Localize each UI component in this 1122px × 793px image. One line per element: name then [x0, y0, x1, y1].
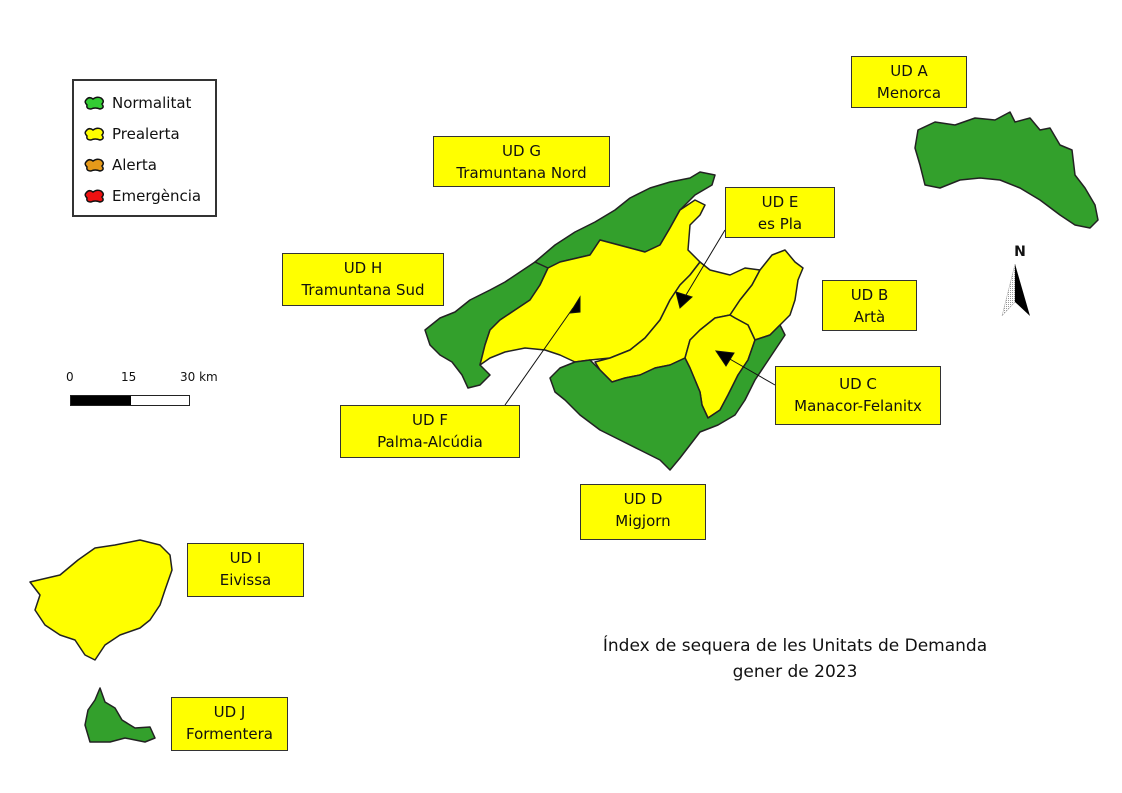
alerta-swatch-icon — [84, 157, 105, 172]
legend-item-alerta: Alerta — [84, 149, 215, 180]
label-name: Manacor-Felanitx — [794, 397, 922, 415]
label-code: UD D — [623, 490, 663, 508]
label-ud-b: UD B Artà — [822, 280, 917, 331]
label-code: UD J — [213, 703, 246, 721]
title-line-1: Índex de sequera de les Unitats de Deman… — [602, 636, 988, 656]
legend-item-normalitat: Normalitat — [84, 87, 215, 118]
label-code: UD H — [343, 259, 383, 277]
region-ud-j-formentera[interactable] — [84, 687, 156, 743]
north-arrow: N — [1000, 244, 1040, 320]
label-name: es Pla — [757, 215, 803, 233]
label-code: UD B — [850, 286, 889, 304]
scale-bar-graphic — [70, 395, 190, 406]
label-ud-g: UD G Tramuntana Nord — [433, 136, 610, 187]
label-code: UD F — [412, 411, 448, 429]
label-name: Tramuntana Sud — [301, 281, 425, 299]
label-name: Migjorn — [615, 512, 671, 530]
legend-label: Emergència — [112, 186, 202, 205]
arrowhead-ud-e-icon — [675, 291, 693, 309]
legend-item-prealerta: Prealerta — [84, 118, 215, 149]
title-line-2: gener de 2023 — [732, 662, 858, 682]
legend: Normalitat Prealerta Alerta Emergència — [72, 79, 217, 217]
scale-tick-30: 30 km — [180, 370, 218, 384]
leader-line-ud-f — [504, 307, 574, 406]
region-ud-a-menorca[interactable] — [914, 111, 1099, 229]
label-code: UD A — [890, 62, 928, 80]
label-name: Eivissa — [219, 571, 272, 589]
label-name: Menorca — [876, 84, 942, 102]
legend-label: Prealerta — [112, 124, 180, 143]
map-title: Índex de sequera de les Unitats de Deman… — [555, 633, 1035, 685]
north-label: N — [1014, 244, 1026, 260]
leader-line-ud-e — [685, 229, 726, 296]
legend-label: Normalitat — [112, 93, 192, 112]
label-name: Tramuntana Nord — [456, 164, 587, 182]
label-ud-a: UD A Menorca — [851, 56, 967, 108]
label-ud-j: UD J Formentera — [171, 697, 288, 751]
north-arrow-icon — [1001, 263, 1030, 317]
label-code: UD I — [229, 549, 262, 567]
leader-line-ud-c — [727, 357, 776, 386]
label-name: Artà — [853, 308, 886, 326]
label-ud-i: UD I Eivissa — [187, 543, 304, 597]
region-ud-i-eivissa[interactable] — [29, 539, 173, 661]
prealerta-swatch-icon — [84, 126, 105, 141]
legend-label: Alerta — [112, 155, 157, 174]
legend-item-emergencia: Emergència — [84, 180, 215, 211]
label-ud-h: UD H Tramuntana Sud — [282, 253, 444, 306]
scale-tick-0: 0 — [66, 370, 74, 384]
scale-tick-15: 15 — [121, 370, 137, 384]
label-code: UD E — [761, 193, 799, 211]
label-ud-d: UD D Migjorn — [580, 484, 706, 540]
label-ud-e: UD E es Pla — [725, 187, 835, 238]
label-name: Palma-Alcúdia — [377, 433, 483, 451]
label-code: UD C — [839, 375, 877, 393]
arrowhead-ud-c-icon — [714, 350, 735, 367]
label-ud-c: UD C Manacor-Felanitx — [775, 366, 941, 425]
label-name: Formentera — [186, 725, 273, 743]
arrowhead-ud-f-icon — [569, 295, 581, 314]
emergencia-swatch-icon — [84, 188, 105, 203]
normalitat-swatch-icon — [84, 95, 105, 110]
label-ud-f: UD F Palma-Alcúdia — [340, 405, 520, 458]
region-ud-d-migjorn[interactable] — [549, 324, 786, 471]
label-code: UD G — [502, 142, 541, 160]
